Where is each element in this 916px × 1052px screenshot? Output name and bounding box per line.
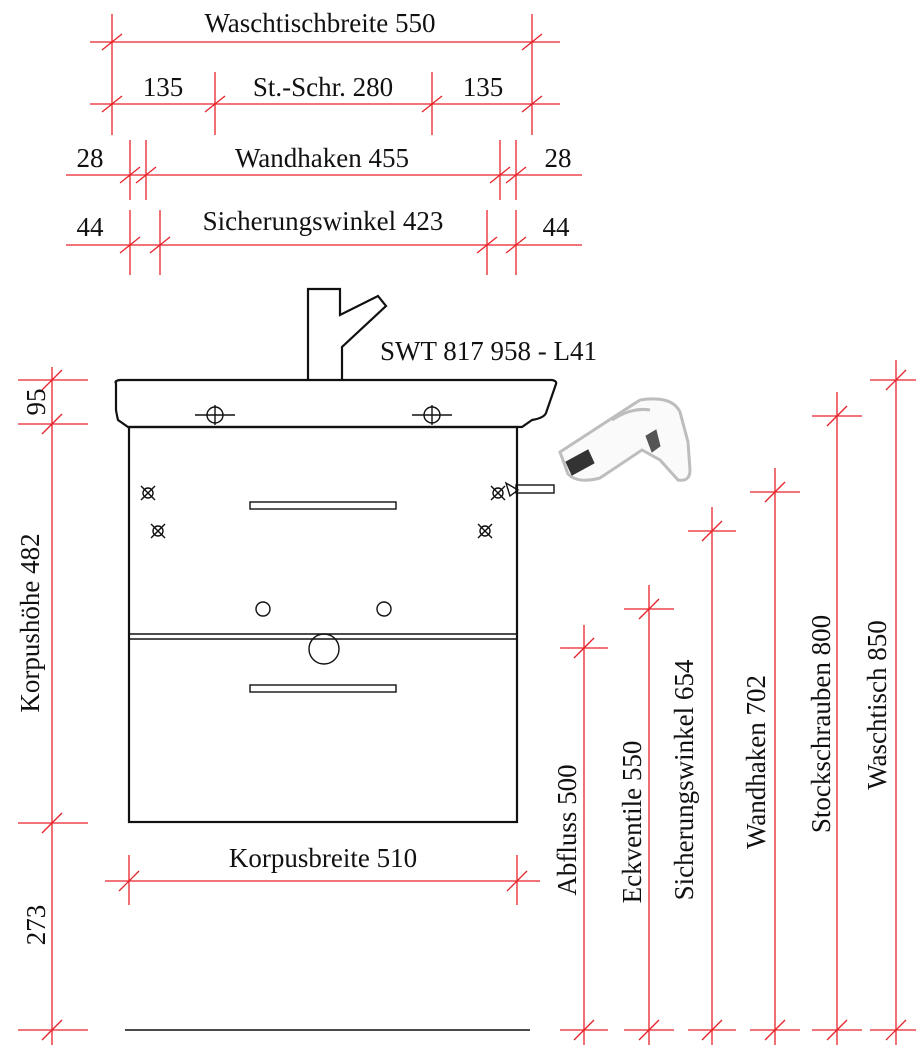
basin-height-label: 95: [21, 389, 51, 416]
basin-width-label: Waschtischbreite 550: [204, 8, 435, 38]
drain-hole: [308, 633, 340, 665]
hook-right-label: 28: [545, 143, 572, 173]
dimension-safety-angles: 44 Sicherungswinkel 423 44: [66, 206, 582, 275]
dimension-basin-top: Waschtisch 850: [862, 360, 916, 1045]
valve-hole: [376, 601, 392, 617]
screw-icon: [140, 485, 156, 501]
tap-screw-height-label: Stockschrauben 800: [806, 615, 836, 833]
drain-label: Abfluss 500: [552, 764, 582, 895]
tap-left-label: 135: [143, 72, 184, 102]
angle-valves-label: Eckventile 550: [617, 741, 647, 904]
drawer-handle-upper: [249, 501, 397, 510]
body-height-label: Korpushöhe 482: [15, 533, 45, 712]
dimension-safety-angle-height: Sicherungswinkel 654: [669, 507, 736, 1045]
dimension-wall-hook-height: Wandhaken 702: [741, 468, 800, 1045]
tap-hole-icon: [195, 405, 235, 425]
drawer-handle-lower: [249, 684, 397, 693]
dimension-drain: Abfluss 500: [552, 625, 608, 1045]
valve-hole: [255, 601, 271, 617]
wall-hook-height-label: Wandhaken 702: [741, 675, 771, 849]
screw-icon: [477, 523, 493, 539]
angle-left-label: 44: [77, 212, 105, 242]
dimension-tap-screw-height: Stockschrauben 800: [806, 392, 862, 1045]
screw-icon: [490, 485, 506, 501]
tap-right-label: 135: [463, 72, 504, 102]
vanity-cabinet: [127, 425, 519, 824]
dimension-angle-valves: Eckventile 550: [617, 585, 674, 1045]
washbasin: [114, 378, 558, 429]
hook-left-label: 28: [77, 143, 104, 173]
dimension-body-height: 95 Korpushöhe 482 273: [15, 367, 88, 1045]
basin-top-label: Waschtisch 850: [862, 620, 892, 790]
dimension-tap-screws: 135 St.-Schr. 280 135: [90, 72, 560, 135]
dimension-body-width: Korpusbreite 510: [105, 843, 540, 905]
screw-icon: [150, 523, 166, 539]
angle-right-label: 44: [543, 212, 571, 242]
wall-hooks-label: Wandhaken 455: [235, 143, 409, 173]
dimension-wall-hooks: 28 Wandhaken 455 28: [66, 140, 582, 200]
dimension-basin-width: Waschtischbreite 550: [90, 8, 560, 135]
safety-angles-label: Sicherungswinkel 423: [203, 206, 444, 236]
safety-angle-height-label: Sicherungswinkel 654: [669, 659, 699, 900]
floor-gap-label: 273: [21, 905, 51, 946]
body-width-label: Korpusbreite 510: [229, 843, 417, 873]
product-code: SWT 817 958 - L41: [380, 336, 597, 366]
tap-screws-label: St.-Schr. 280: [253, 72, 393, 102]
tap-hole-icon: [412, 405, 452, 425]
drill-icon: [504, 397, 692, 498]
tap-icon: [306, 287, 388, 379]
